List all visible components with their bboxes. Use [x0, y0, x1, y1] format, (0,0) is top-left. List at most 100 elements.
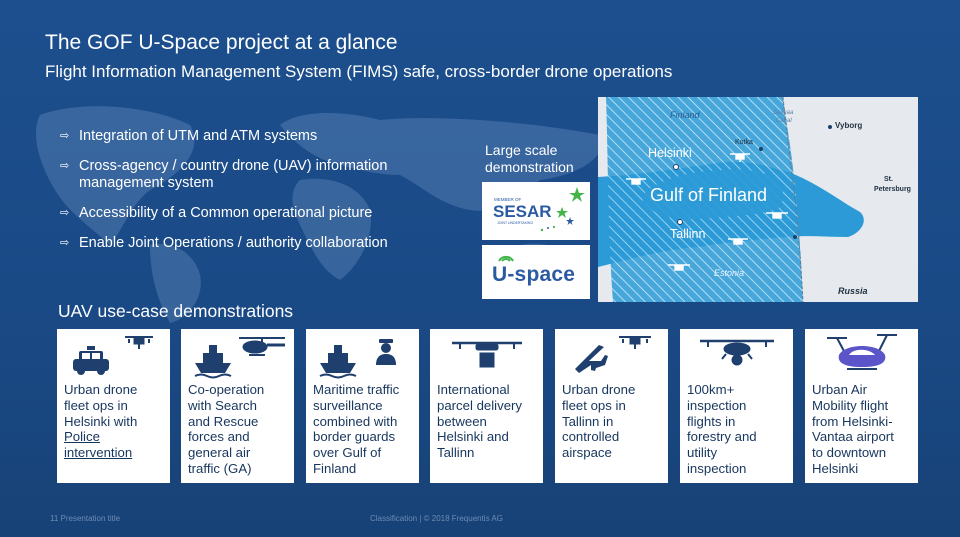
- drone-icon: [626, 153, 788, 271]
- card-icons: [575, 336, 651, 373]
- card-text-line: Tallinn in: [562, 413, 614, 429]
- slide-title: The GOF U-Space project at a glance: [45, 31, 398, 54]
- bullet-text: Cross-agency / country drone (UAV) infor…: [79, 158, 388, 191]
- use-case-card[interactable]: Urban drone fleet ops in Tallinn in cont…: [555, 329, 668, 483]
- inspection-drone-icon: [700, 339, 774, 366]
- card-text-line: general air: [188, 445, 251, 461]
- card-text-line: border guards: [313, 429, 396, 445]
- card-text-line: forces and: [188, 429, 250, 445]
- sesar-member-text: MEMBER OF: [494, 197, 522, 202]
- card-link-text[interactable]: Police: [64, 429, 100, 445]
- star-icon: [556, 187, 585, 225]
- card-description: 100km+ inspection flights in forestry an…: [687, 382, 791, 477]
- card-text-line: airspace: [562, 445, 612, 461]
- card-text-line: Vantaa airport: [812, 429, 894, 445]
- ship-icon: [194, 345, 232, 379]
- map-label-petersburg: Petersburg: [874, 186, 911, 193]
- card-icons: [700, 339, 774, 366]
- sesar-text: SESAR: [493, 202, 552, 221]
- card-text-line: and Rescue: [188, 413, 259, 429]
- card-text-line: Tallinn: [437, 445, 475, 461]
- card-text-line: Urban drone: [64, 382, 138, 397]
- card-text-line: Finland: [313, 460, 357, 476]
- drone-icon: [125, 336, 153, 349]
- card-text-line: inspection: [687, 460, 747, 476]
- card-icons: [194, 337, 285, 379]
- card-description: Co-operation with Search and Rescue forc…: [188, 382, 292, 477]
- u-space-text: U-space: [492, 263, 576, 286]
- card-text-line: International: [437, 382, 510, 397]
- card-text-line: traffic (GA): [188, 460, 252, 476]
- bullet-list: ⇨ Integration of UTM and ATM systems ⇨ Cro…: [60, 128, 460, 265]
- card-text-line: fleet ops in: [64, 397, 128, 413]
- ship-icon: [319, 345, 357, 379]
- slide-subtitle: Flight Information Management System (FI…: [45, 62, 673, 81]
- use-case-card[interactable]: Urban drone fleet ops in Helsinki with P…: [57, 329, 170, 483]
- card-text-line: fleet ops in: [562, 397, 626, 413]
- drone-icon: [619, 336, 651, 349]
- bullet-item: ⇨ Integration of UTM and ATM systems: [60, 128, 460, 145]
- card-description: Urban drone fleet ops in Helsinki with P…: [64, 382, 168, 461]
- card-text-line: Urban Air: [812, 382, 867, 397]
- card-text-line: utility: [687, 445, 718, 461]
- large-scale-demo-label: Large scale demonstration: [485, 142, 574, 175]
- sesar-sub-text: JOINT UNDERTAKING: [497, 221, 533, 225]
- arrow-icon: ⇨: [60, 237, 70, 249]
- map-label-russia: Russia: [838, 286, 868, 296]
- map-label-gulf-of-finland: Gulf of Finland: [650, 185, 767, 205]
- card-description: Urban drone fleet ops in Tallinn in cont…: [562, 382, 666, 461]
- card-text-line: flights in: [687, 413, 736, 429]
- bullet-text: Accessibility of a Common operational pi…: [79, 205, 373, 221]
- arrow-icon: ⇨: [60, 207, 70, 219]
- card-text-line: Helsinki and: [437, 429, 509, 445]
- map-label-canal: Canal: [776, 118, 792, 124]
- airplane-icon: [575, 345, 608, 373]
- card-icons: [319, 339, 396, 379]
- bullet-item: ⇨ Cross-agency / country drone (UAV) info…: [60, 158, 460, 192]
- gulf-of-finland-map: Finland Helsinki Gulf of Finland Tallinn…: [598, 97, 918, 302]
- police-car-icon: [73, 346, 109, 375]
- card-description: International parcel delivery between He…: [437, 382, 541, 461]
- arrow-icon: ⇨: [60, 160, 70, 172]
- card-text-line: Urban drone: [562, 382, 636, 397]
- map-label-tallinn: Tallinn: [670, 227, 705, 241]
- helicopter-icon: [239, 337, 285, 356]
- map-label-helsinki: Helsinki: [648, 146, 692, 160]
- use-case-card[interactable]: International parcel delivery between He…: [430, 329, 543, 483]
- card-text-line: 100km+: [687, 382, 735, 397]
- use-case-card[interactable]: Urban Air Mobility flight from Helsinki-…: [805, 329, 918, 483]
- signal-icon: [498, 255, 514, 262]
- card-text-line: surveillance: [313, 397, 383, 413]
- footer-page-info: 11 Presentation title: [50, 514, 121, 523]
- map-label-finland: Finland: [670, 110, 701, 120]
- card-text-line: Helsinki with: [64, 413, 138, 429]
- card-text-line: Mobility flight: [812, 397, 889, 413]
- sesar-logo-graphic: MEMBER OF SESAR JOINT UNDERTAKING: [493, 187, 585, 232]
- bullet-item: ⇨ Enable Joint Operations / authority col…: [60, 235, 460, 252]
- bullet-text: Enable Joint Operations / authority coll…: [79, 235, 388, 251]
- card-text-line: over Gulf of: [313, 445, 382, 461]
- card-text-line: controlled: [562, 429, 620, 445]
- use-case-card[interactable]: Maritime traffic surveillance combined w…: [306, 329, 419, 483]
- map-label-st: St.: [884, 176, 893, 183]
- arrow-icon: ⇨: [60, 130, 70, 142]
- card-text-line: Co-operation: [188, 382, 265, 397]
- section-title: UAV use-case demonstrations: [58, 301, 294, 321]
- bullet-text: Integration of UTM and ATM systems: [79, 128, 318, 144]
- card-text-line: with Search: [188, 397, 257, 413]
- card-text-line: Maritime traffic: [313, 382, 400, 397]
- card-description: Maritime traffic surveillance combined w…: [313, 382, 417, 477]
- card-text-line: from Helsinki-: [812, 413, 893, 429]
- use-case-card[interactable]: Co-operation with Search and Rescue forc…: [181, 329, 294, 483]
- bullet-item: ⇨ Accessibility of a Common operational p…: [60, 205, 460, 222]
- card-link-text[interactable]: intervention: [64, 445, 133, 461]
- card-text-line: inspection: [687, 397, 747, 413]
- map-label-vyborg: Vyborg: [835, 121, 862, 130]
- card-icons: [452, 341, 522, 368]
- card-text-line: combined with: [313, 413, 398, 429]
- use-case-card[interactable]: 100km+ inspection flights in forestry an…: [680, 329, 793, 483]
- parcel-drone-icon: [452, 341, 522, 368]
- u-space-logo: U-space: [482, 245, 590, 299]
- map-label-estonia: Estonia: [714, 268, 744, 278]
- card-text-line: to downtown: [812, 445, 887, 461]
